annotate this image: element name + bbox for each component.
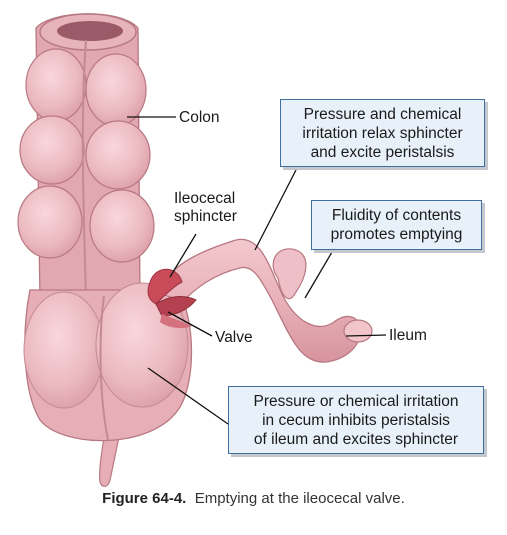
ileum [157,238,373,363]
pressure-relax-box: Pressure and chemical irritation relax s… [280,99,485,167]
cecum-inhibits-leader [147,367,229,425]
cecum-inhibits-line-3: of ileum and excites sphincter [253,430,459,448]
ileocecal-sphincter-label: Ileocecal sphincter [174,190,237,226]
pressure-relax-leader [254,169,297,251]
ileocecal-sphincter-shape [147,268,197,329]
figure-caption: Figure 64-4. Emptying at the ileocecal v… [0,490,507,507]
sphincter-leader [169,233,197,278]
leader-lines [127,116,387,425]
pressure-relax-line-3: and excite peristalsis [310,143,455,161]
cecum-inhibits-line-2: in cecum inhibits peristalsis [262,411,450,429]
ileum-label: Ileum [389,327,427,344]
figure-caption-text: Emptying at the ileocecal valve. [194,490,405,507]
figure-number: Figure 64-4. [102,490,187,507]
pressure-relax-line-1: Pressure and chemical [303,105,462,123]
fluidity-line-2: promotes emptying [330,226,463,243]
valve-label: Valve [215,329,253,346]
cecum-inhibits-line-1: Pressure or chemical irritation [253,392,459,410]
cecum-inhibits-box: Pressure or chemical irritation in cecum… [228,386,484,454]
colon-back-column [17,13,155,301]
pressure-relax-line-2: irritation relax sphincter [302,124,463,142]
fluidity-leader [304,251,333,299]
sphincter-label-line-1: Ileocecal [174,190,236,207]
colon-label: Colon [179,109,220,126]
valve-leader [167,311,213,337]
fluidity-box: Fluidity of contents promotes emptying [311,200,482,250]
ileum-leader [345,334,387,337]
fluidity-line-1: Fluidity of contents [331,207,462,224]
sphincter-label-line-2: sphincter [174,208,237,225]
